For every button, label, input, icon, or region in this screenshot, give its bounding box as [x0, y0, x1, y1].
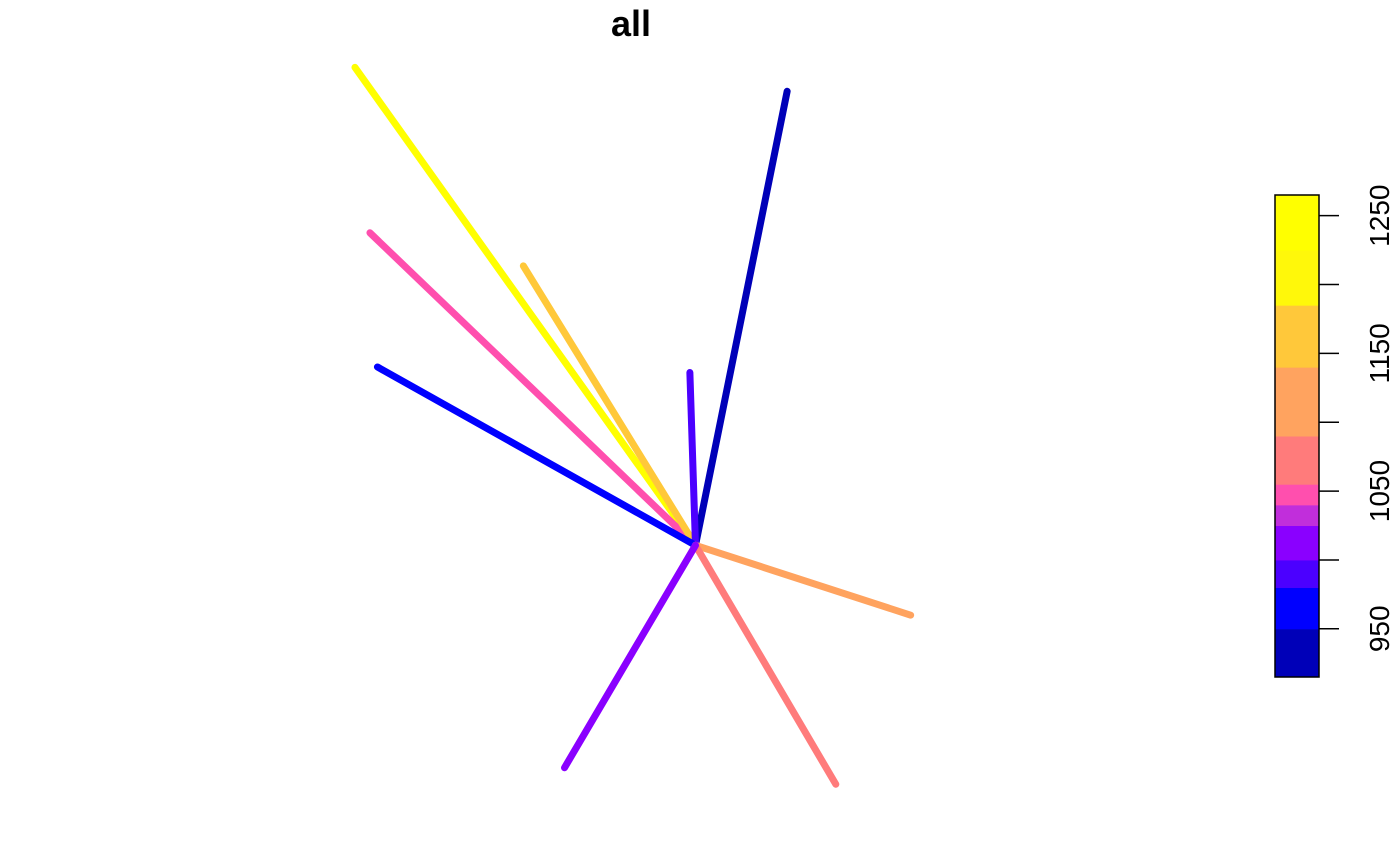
segment-line-4 [691, 87, 791, 549]
colorbar-tick-label-1050: 1050 [1364, 460, 1395, 522]
colorbar-band-3 [1275, 559, 1319, 588]
colorbar-band-1 [1275, 628, 1319, 678]
colorbar-band-11 [1275, 195, 1319, 251]
segment-line-7 [691, 541, 915, 619]
colorbar-band-2 [1275, 587, 1319, 630]
colorbar-tick-label-950: 950 [1364, 605, 1395, 652]
colorbar-frame [1274, 194, 1320, 678]
colorbar-band-8 [1275, 367, 1319, 437]
segment-line-1 [351, 63, 699, 549]
colorbar-tick-label-1250: 1250 [1364, 185, 1395, 247]
colorbar-band-6 [1275, 484, 1319, 506]
colorbar-band-4 [1275, 525, 1319, 561]
colorbar-tick-label-1150: 1150 [1364, 323, 1395, 383]
colorbar-band-5 [1275, 504, 1319, 527]
segment-line-9 [561, 541, 699, 772]
chart-title: all [611, 3, 651, 44]
segments-layer [351, 63, 915, 788]
segment-line-8 [691, 541, 840, 788]
colorbar-band-7 [1275, 436, 1319, 485]
colorbar: 950 1050 1150 1250 [1274, 185, 1395, 678]
colorbar-band-10 [1275, 250, 1319, 306]
segment-line-5 [686, 369, 699, 549]
segment-line-3 [519, 262, 699, 549]
segment-line-6 [373, 363, 699, 549]
colorbar-band-9 [1275, 305, 1319, 368]
segment-line-2 [366, 229, 699, 549]
